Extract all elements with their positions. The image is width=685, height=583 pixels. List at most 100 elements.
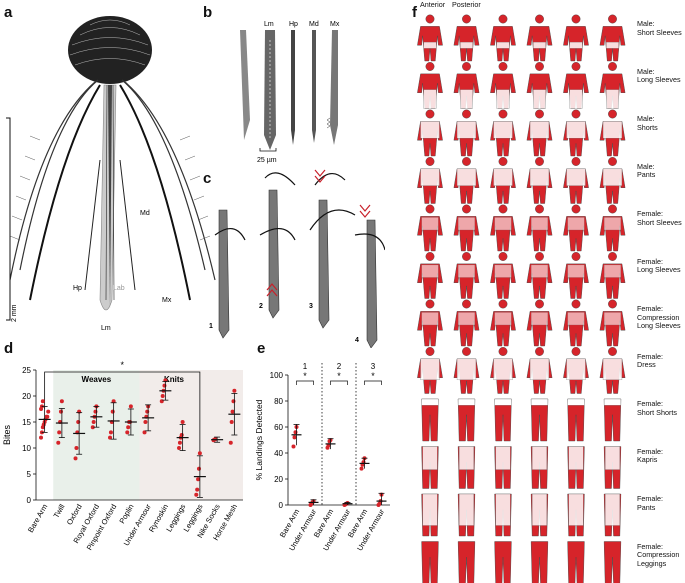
clothing-area	[457, 312, 476, 326]
clothing-area	[602, 358, 623, 381]
data-point	[180, 420, 185, 424]
clothing-area	[603, 312, 622, 326]
body-figure	[563, 62, 589, 109]
stylets-illustration: Lm Hp Md Mx 25 µm	[240, 21, 340, 164]
body-figure	[599, 14, 626, 62]
clothing-area	[457, 398, 476, 406]
data-point	[110, 409, 115, 414]
significance-star: *	[303, 371, 307, 381]
row-label: Female: Compression Long Sleeves	[637, 304, 681, 331]
label-lab: Lab	[113, 285, 125, 292]
step-2-label: 2	[259, 303, 263, 310]
body-figure	[567, 398, 585, 442]
clothing-area	[529, 121, 550, 139]
row-label: Female: Kapris	[637, 446, 663, 465]
body-figure	[453, 62, 480, 109]
body-figure	[417, 109, 443, 157]
y-tick-label: 40	[274, 449, 283, 458]
data-point	[91, 420, 96, 424]
data-point	[359, 466, 364, 471]
clothing-area	[566, 168, 586, 186]
stylet-scale-label: 25 µm	[257, 157, 277, 164]
label-md: Md	[140, 210, 150, 217]
body-figure	[530, 398, 549, 442]
data-point	[93, 409, 98, 414]
clothing-area	[569, 89, 583, 109]
body-silhouette	[563, 14, 589, 62]
body-silhouette	[421, 398, 439, 442]
significance-star: *	[120, 360, 124, 370]
label-lm: Lm	[101, 325, 111, 332]
data-point	[126, 425, 131, 430]
clothing-area	[567, 264, 585, 278]
data-point	[59, 399, 64, 404]
body-figure	[490, 204, 516, 252]
clothing-area	[566, 358, 586, 381]
clothing-area	[529, 358, 550, 381]
y-tick-label: 100	[270, 371, 284, 380]
row-label: Female: Compression Leggings	[637, 541, 680, 568]
clothing-area	[457, 264, 476, 278]
body-figure	[599, 347, 626, 394]
body-figure	[421, 446, 439, 489]
body-figure	[453, 299, 480, 347]
body-figure	[421, 398, 439, 442]
x-tick-label: Twill	[52, 502, 67, 519]
body-figure	[490, 109, 516, 157]
body-figure	[417, 299, 443, 347]
stylet-label-lm: Lm	[264, 21, 274, 28]
weaves-group-label: Weaves	[82, 375, 112, 384]
body-figure	[453, 347, 480, 394]
row-label: Female: Dress	[637, 351, 663, 370]
body-figure	[526, 299, 553, 347]
body-figure	[417, 14, 443, 62]
clothing-area	[423, 41, 437, 49]
body-figure	[563, 109, 589, 157]
data-point	[228, 440, 233, 445]
body-figure	[603, 541, 622, 583]
clothing-area	[603, 398, 622, 406]
clothing-area	[494, 264, 512, 278]
panel-letter-c: c	[203, 170, 212, 187]
data-point	[162, 383, 167, 388]
body-figure	[494, 541, 512, 583]
clothing-area	[460, 89, 473, 109]
step-1-label: 1	[209, 323, 213, 330]
data-point	[291, 444, 296, 449]
data-point	[74, 446, 79, 450]
data-point	[90, 425, 95, 430]
body-figure	[530, 493, 549, 537]
data-point	[143, 420, 148, 424]
data-point	[73, 456, 78, 461]
significance-bracket	[364, 380, 382, 385]
panel-letter-f: f	[412, 4, 417, 21]
stylet-label-md: Md	[309, 21, 319, 28]
y-axis-label: Bites	[2, 424, 12, 445]
body-figure	[490, 299, 516, 347]
clothing-area	[422, 446, 438, 470]
penetration-steps-illustration: 1 2 3 4	[209, 169, 385, 348]
data-point	[40, 399, 45, 404]
data-point	[177, 440, 182, 445]
data-point	[111, 399, 116, 404]
y-tick-label: 10	[22, 444, 31, 453]
body-figure	[417, 252, 443, 299]
body-silhouette	[453, 14, 480, 62]
body-figure	[599, 157, 626, 204]
clothing-area	[602, 121, 623, 139]
y-tick-label: 80	[274, 397, 283, 406]
clothing-area	[569, 41, 583, 49]
clothing-area	[494, 312, 512, 326]
body-figure	[599, 62, 626, 109]
body-figure	[421, 541, 439, 583]
significance-star: *	[371, 371, 375, 381]
clothing-area	[421, 217, 439, 231]
body-silhouette	[599, 14, 626, 62]
clothing-area	[566, 121, 586, 139]
body-figure	[530, 446, 549, 489]
body-figure	[563, 347, 589, 394]
y-tick-label: 20	[274, 475, 283, 484]
data-point	[179, 433, 184, 437]
body-figure	[599, 109, 626, 157]
